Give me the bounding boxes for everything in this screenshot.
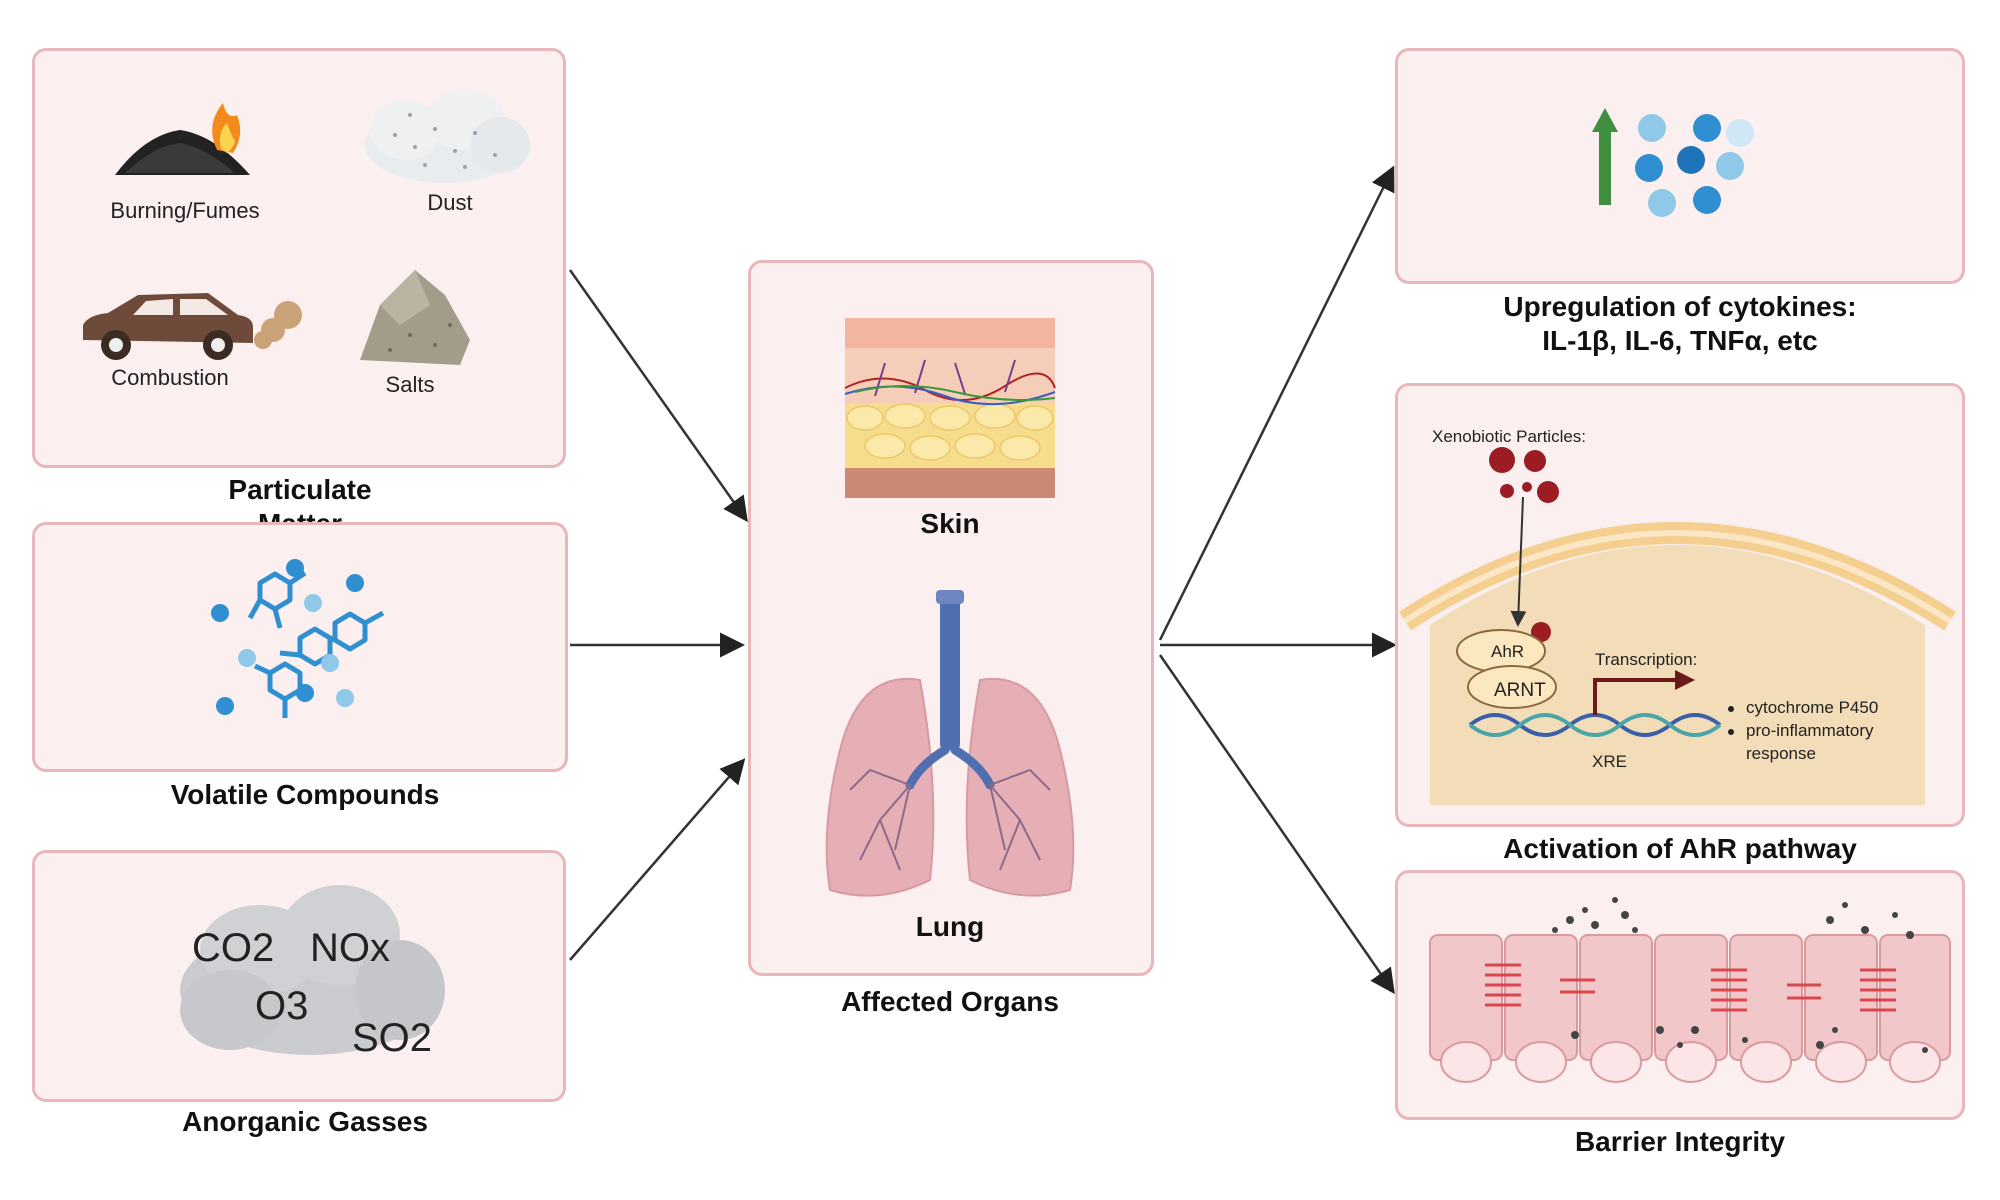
dust-label: Dust (427, 190, 473, 215)
co2-label: CO2 (192, 926, 275, 970)
arnt-label: ARNT (1494, 680, 1546, 701)
cytokines-panel (1395, 48, 1965, 284)
arrow-particulate-to-organs (568, 269, 748, 523)
bullet-cytochrome: cytochrome P450 (1746, 698, 1879, 717)
epithelial-barrier-icon (1429, 897, 1951, 1083)
cytokines-icon (1592, 108, 1754, 217)
transcription-label: Transcription: (1595, 650, 1698, 669)
volatile-molecules-icon (211, 559, 385, 718)
volatile-compounds-title: Volatile Compounds (170, 779, 440, 810)
cytokines-title-line2: IL-1β, IL-6, TNFα, etc (1542, 325, 1818, 356)
xenobiotic-label: Xenobiotic Particles: (1432, 427, 1587, 446)
cytokines-title-line1: Upregulation of cytokines: (1503, 291, 1857, 322)
lung-icon (825, 590, 1075, 897)
car-exhaust-icon (83, 293, 302, 360)
xre-label: XRE (1592, 752, 1627, 771)
burning-fumes-icon (115, 103, 250, 175)
dust-cloud-icon (365, 90, 530, 183)
bullet-proinflammatory-line1: pro-inflammatory (1746, 721, 1874, 740)
arrow-organs-to-barrier (1158, 654, 1395, 995)
barrier-integrity-title: Barrier Integrity (1574, 1126, 1786, 1157)
bullet-proinflammatory-line2: response (1746, 744, 1816, 763)
ahr-pathway-title: Activation of AhR pathway (1503, 833, 1857, 864)
skin-cross-section-icon (844, 318, 1056, 498)
burning-fumes-label: Burning/Fumes (110, 198, 260, 223)
arnt-shape (1467, 665, 1557, 709)
anorganic-gasses-title: Anorganic Gasses (182, 1106, 428, 1137)
particulate-matter-title-line1: Particulate (228, 474, 372, 505)
skin-label: Skin (920, 508, 980, 539)
salts-label: Salts (385, 372, 435, 397)
arrow-organs-to-cytokines (1158, 165, 1395, 641)
lung-label: Lung (915, 911, 985, 942)
up-arrow-icon (1592, 108, 1618, 205)
arrow-gasses-to-organs (569, 758, 746, 961)
gas-cloud-icon (180, 885, 445, 1055)
o3-label: O3 (255, 984, 309, 1028)
so2-label: SO2 (352, 1016, 433, 1060)
affected-organs-title: Affected Organs (841, 986, 1059, 1017)
ahr-label: AhR (1491, 642, 1525, 661)
ahr-cell-illustration (1398, 447, 1956, 805)
salts-rock-icon (360, 270, 470, 365)
nox-label: NOx (310, 926, 390, 970)
combustion-label: Combustion (111, 365, 229, 390)
